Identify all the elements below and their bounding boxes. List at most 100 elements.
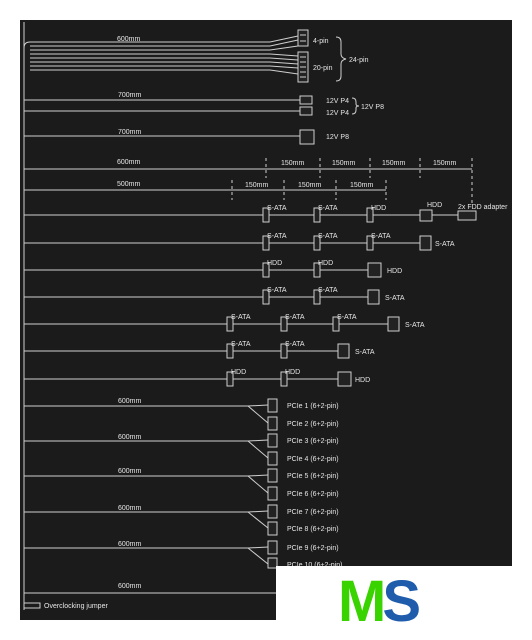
pcie-length-label-5: 600mm (118, 541, 142, 548)
sata-end-label-4: S-ATA (385, 295, 405, 302)
mid-connector (366, 207, 374, 223)
main-length-label: 600mm (117, 36, 141, 43)
p4-connector-2 (299, 106, 313, 116)
brace-24pin (335, 36, 347, 82)
dim-600-seg-2: 150mm (332, 160, 356, 167)
pcie-label-1: PCIe 1 (6+2-pin) (287, 403, 339, 410)
pcie-label-6: PCIe 6 (6+2-pin) (287, 491, 339, 498)
mid-connector (280, 343, 288, 359)
atx-4pin-label: 4-pin (313, 38, 329, 45)
pcie-label-4: PCIe 4 (6+2-pin) (287, 456, 339, 463)
eps-p8-length-label: 700mm (118, 129, 142, 136)
pcie-label-8: PCIe 8 (6+2-pin) (287, 526, 339, 533)
dim-500-label: 500mm (117, 181, 141, 188)
mid-connector (262, 262, 270, 278)
pcie-length-label-1: 600mm (118, 398, 142, 405)
mid-connector (262, 207, 270, 223)
mid-connector-label: S-ATA (318, 287, 338, 294)
p4-connector-1 (299, 95, 313, 105)
sata-end-connector-4 (367, 289, 380, 305)
mid-connector-label: S-ATA (337, 314, 357, 321)
atx-20pin-connector (297, 51, 309, 83)
mid-connector-label: HDD (371, 205, 386, 212)
dim-600-seg-3: 150mm (382, 160, 406, 167)
mid-connector (313, 207, 321, 223)
sata-end-label-2: S-ATA (435, 241, 455, 248)
pcie-cables (24, 398, 278, 569)
dim-600-label: 600mm (117, 159, 141, 166)
mid-connector (313, 235, 321, 251)
hdd-end-label-3: HDD (387, 268, 402, 275)
pcie-label-9: PCIe 9 (6+2-pin) (287, 545, 339, 552)
mid-connector-label: S-ATA (318, 205, 338, 212)
mid-connector-label: HDD (285, 369, 300, 376)
mid-connector (332, 316, 340, 332)
mid-connectors: S-ATA S-ATA HDD S-ATA S-ATA S-ATA HDD HDD S-ATA S… (226, 205, 391, 387)
hdd-end-connector-1 (419, 209, 458, 222)
mid-connector (226, 371, 234, 387)
dim-600-seg-1: 150mm (281, 160, 305, 167)
dim-500-seg-3: 150mm (350, 182, 374, 189)
diagram-panel (20, 20, 512, 620)
p4-label-1: 12V P4 (326, 98, 349, 105)
dim-ticks (231, 158, 473, 205)
atx-4pin-connector (297, 29, 309, 47)
pcie-length-label-3: 600mm (118, 468, 142, 475)
atx-24pin-label: 24-pin (349, 57, 369, 64)
hdd-end-connector-3 (367, 262, 382, 278)
mid-connector (226, 316, 234, 332)
mid-connector-label: S-ATA (231, 341, 251, 348)
dim-500-seg-1: 150mm (245, 182, 269, 189)
mid-connector-label: HDD (267, 260, 282, 267)
mid-connector (262, 235, 270, 251)
brace-p8 (351, 97, 360, 115)
fdd-adapter-label: 2x FDD adapter (458, 204, 508, 211)
sata-end-connector-6 (337, 343, 350, 359)
logo-background (276, 566, 512, 640)
sata-end-connector-2 (419, 235, 432, 251)
pcie-label-10: PCIe 10 (6+2-pin) (287, 562, 342, 569)
p8-connector (299, 129, 315, 145)
mid-connector-label: S-ATA (285, 341, 305, 348)
pcie-label-5: PCIe 5 (6+2-pin) (287, 473, 339, 480)
ms-logo: M S (338, 572, 438, 632)
hdd-end-label-1: HDD (427, 202, 442, 209)
oc-jumper-legend-box (23, 602, 41, 609)
hdd-end-connector-7 (337, 371, 352, 387)
pcie-label-7: PCIe 7 (6+2-pin) (287, 509, 339, 516)
mid-connector (313, 289, 321, 305)
mid-connector-label: HDD (318, 260, 333, 267)
logo-letter-s: S (382, 569, 421, 634)
pcie-length-label-4: 600mm (118, 505, 142, 512)
hdd-end-label-7: HDD (355, 377, 370, 384)
oc-jumper-label: Overclocking jumper (44, 603, 108, 610)
mid-connector-label: S-ATA (267, 233, 287, 240)
dim-500-seg-2: 150mm (298, 182, 322, 189)
mid-connector-label: S-ATA (267, 205, 287, 212)
mid-connector (280, 316, 288, 332)
pcie-label-2: PCIe 2 (6+2-pin) (287, 421, 339, 428)
p8-group-label: 12V P8 (361, 104, 384, 111)
mid-connector-label: HDD (231, 369, 246, 376)
fdd-adapter-connector (457, 210, 477, 221)
logo-letter-m: M (338, 569, 386, 634)
mid-connector-label: S-ATA (371, 233, 391, 240)
dim-600-seg-4: 150mm (433, 160, 457, 167)
mid-connector-label: S-ATA (285, 314, 305, 321)
pcie-label-3: PCIe 3 (6+2-pin) (287, 438, 339, 445)
sata-end-connector-5 (387, 316, 400, 332)
mid-connector (226, 343, 234, 359)
atx-20pin-label: 20-pin (313, 65, 333, 72)
p8-label: 12V P8 (326, 134, 349, 141)
mid-connector-label: S-ATA (267, 287, 287, 294)
mid-connector-label: S-ATA (318, 233, 338, 240)
eps-p4p8-length-label: 700mm (118, 92, 142, 99)
oc-length-label: 600mm (118, 583, 142, 590)
p4-label-2: 12V P4 (326, 110, 349, 117)
sata-end-label-6: S-ATA (355, 349, 375, 356)
main-atx-bundle (23, 35, 299, 75)
sata-end-label-5: S-ATA (405, 322, 425, 329)
mid-connector (313, 262, 321, 278)
mid-connector (366, 235, 374, 251)
